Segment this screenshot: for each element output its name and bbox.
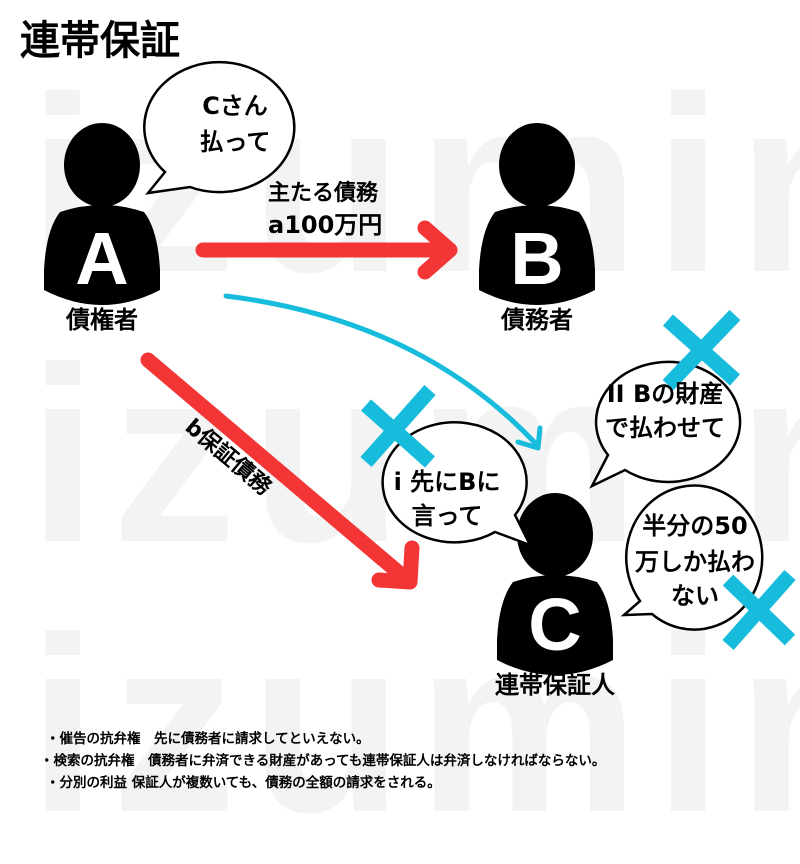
notes-list: ・催告の抗弁権 先に債務者に請求してといえない。 ・検索の抗弁権 債務者に弁済で… xyxy=(40,728,605,794)
bubble-a-line-1: Cさん xyxy=(202,92,268,120)
person-b-label: 債務者 xyxy=(501,306,573,334)
bubble-defense-3-line-3: ない xyxy=(671,582,719,610)
arrow-a-to-b-icon xyxy=(195,220,458,280)
diagram-graphics xyxy=(44,60,796,675)
person-a-label: 債権者 xyxy=(66,306,138,334)
person-b-icon xyxy=(479,123,595,305)
cross-mark-icon xyxy=(722,570,796,650)
arrow-a-to-c-icon xyxy=(140,352,420,590)
bubble-a-line-2: 払って xyxy=(199,128,271,156)
page-title: 連帯保証 xyxy=(20,18,180,64)
speech-bubble-c-defense-3 xyxy=(620,484,764,631)
note-item: ・催告の抗弁権 先に債務者に請求してといえない。 xyxy=(46,731,370,747)
bubble-defense-1-line-2: 言って xyxy=(411,502,483,530)
arrow-curve-a-to-c-icon xyxy=(223,293,543,451)
person-b-letter: B xyxy=(510,217,564,300)
person-c-label: 連帯保証人 xyxy=(495,671,615,699)
bubble-defense-3-line-2: 万しか払わ xyxy=(635,548,755,576)
speech-bubble-a xyxy=(143,60,296,195)
bubble-defense-2-line-2: で払わせて xyxy=(605,414,725,442)
arrow-a-to-b-label-2: a100万円 xyxy=(268,211,383,239)
person-c-letter: C xyxy=(528,583,582,666)
person-a-letter: A xyxy=(75,217,129,300)
note-item: ・分別の利益 保証人が複数いても、債務の全額の請求をされる。 xyxy=(46,775,441,791)
bubble-defense-3-line-1: 半分の50 xyxy=(642,512,748,540)
cross-mark-icon xyxy=(662,309,741,391)
note-item: ・検索の抗弁権 債務者に弁済できる財産があっても連帯保証人は弁済しなければならな… xyxy=(40,753,606,769)
cross-mark-icon xyxy=(360,385,436,468)
arrow-a-to-b-label-1: 主たる債務 xyxy=(268,181,379,206)
bubble-defense-1-line-1: i 先にBに xyxy=(393,468,501,496)
speech-bubble-c-defense-2 xyxy=(589,360,742,489)
person-a-icon xyxy=(44,123,160,305)
person-c-icon xyxy=(497,493,613,675)
bubble-defense-2-line-1: II Bの財産 xyxy=(606,380,724,408)
